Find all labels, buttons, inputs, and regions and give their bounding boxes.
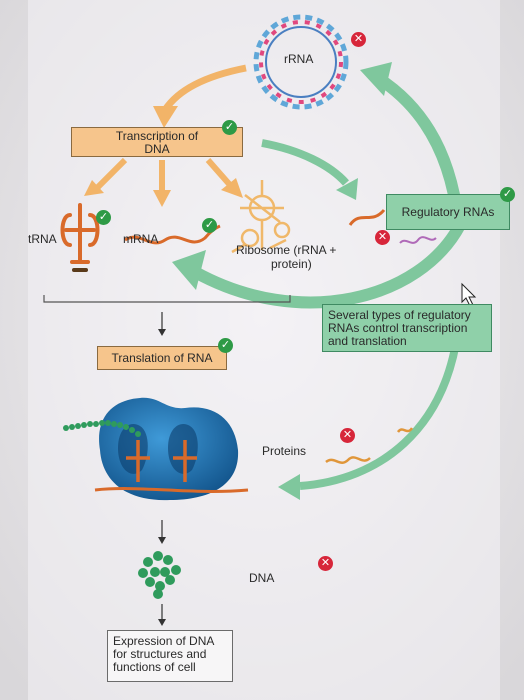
arrow-to-folded-protein (158, 520, 166, 544)
arrow-regulatory-to-proteins (278, 329, 462, 500)
regulatory-rnas-box: Regulatory RNAs (386, 194, 510, 230)
folded-protein-icon (138, 551, 181, 599)
check-icon: ✓ (218, 338, 233, 353)
label-trna: tRNA (28, 232, 57, 246)
label-rrna: rRNA (284, 52, 314, 66)
ribosome-rrna-icon (231, 180, 291, 254)
trna-icon (60, 203, 100, 272)
label-ribosome-line2: protein) (271, 257, 312, 271)
regulatory-rna-strand-icon (348, 208, 386, 226)
arrow-regulatory-to-mrna (172, 222, 466, 309)
arrow-to-ribosome (205, 158, 243, 198)
regulatory-note-line1: Several types of regulatory (328, 308, 471, 322)
proteins-strand-icon (325, 456, 371, 464)
regulatory-note-box: Several types of regulatory RNAs control… (322, 304, 492, 352)
transcription-box: Transcription of DNA (71, 127, 243, 157)
expression-line3: functions of cell (113, 660, 196, 674)
ribosome-translation-icon (94, 397, 249, 501)
arrow-to-mrna (153, 160, 171, 207)
expression-box: Expression of DNA for structures and fun… (107, 630, 233, 682)
check-icon: ✓ (500, 187, 515, 202)
regulatory-note-line3: and translation (328, 334, 407, 348)
proteins-small-strand-icon (396, 427, 414, 433)
arrow-to-expression (158, 604, 166, 626)
polypeptide-chain-icon (63, 420, 141, 437)
arrow-transcription-to-regulatory (261, 139, 358, 200)
label-dna: DNA (249, 571, 275, 585)
expression-line1: Expression of DNA (113, 634, 215, 648)
rrna-circle-icon (253, 14, 349, 110)
grouping-bracket (43, 295, 291, 303)
regulatory-note-line2: RNAs control transcription (328, 321, 468, 335)
expression-line2: for structures and (113, 647, 207, 661)
cross-icon: ✕ (375, 230, 390, 245)
label-mrna: mRNA (123, 232, 159, 246)
regulatory-rnas-label: Regulatory RNAs (401, 205, 495, 219)
cross-icon: ✕ (351, 32, 366, 47)
arrow-rrna-to-transcription (153, 64, 247, 128)
label-proteins: Proteins (262, 444, 307, 458)
check-icon: ✓ (222, 120, 237, 135)
arrow-to-trna (84, 157, 128, 196)
arrow-to-translation (158, 312, 166, 336)
translation-box: Translation of RNA (97, 346, 227, 370)
check-icon: ✓ (96, 210, 111, 225)
transcription-label: Transcription of DNA (115, 129, 199, 156)
cross-icon: ✕ (318, 556, 333, 571)
trna-in-ribosome-icon (126, 440, 197, 482)
cross-icon: ✕ (340, 428, 355, 443)
check-icon: ✓ (202, 218, 217, 233)
label-ribosome-line1: Ribosome (rRNA + (236, 243, 337, 257)
regulatory-rna-small-strand-icon (399, 236, 437, 244)
translation-label: Translation of RNA (111, 351, 213, 365)
